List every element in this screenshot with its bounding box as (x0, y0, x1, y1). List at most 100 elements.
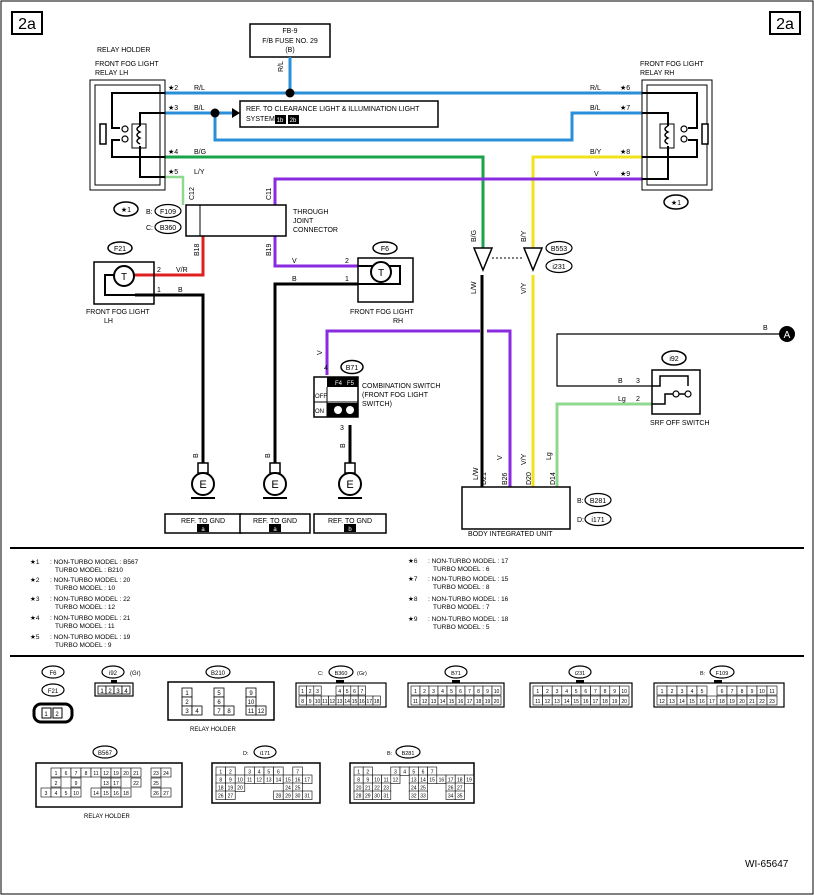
svg-text:RELAY LH: RELAY LH (95, 70, 128, 77)
svg-text:7: 7 (217, 709, 221, 715)
wire-black (135, 275, 484, 487)
svg-text:1: 1 (44, 712, 48, 718)
svg-text:2a: 2a (18, 16, 36, 33)
svg-text:F/B FUSE NO. 29: F/B FUSE NO. 29 (262, 38, 318, 45)
connector-pin-number: 6 (422, 770, 425, 776)
connector-pin (160, 767, 172, 778)
svg-text:TURBO MODEL : 7: TURBO MODEL : 7 (433, 604, 490, 611)
connector-pin-number: 1 (357, 770, 360, 776)
connector-pin-number: 11 (322, 699, 327, 705)
connector-pin-number: 18 (374, 699, 380, 705)
svg-text:V: V (497, 455, 504, 460)
svg-text:D21: D21 (481, 472, 488, 485)
svg-text:3: 3 (185, 709, 189, 715)
svg-text:: NON-TURBO MODEL : 19: : NON-TURBO MODEL : 19 (50, 634, 131, 641)
svg-text:3: 3 (340, 425, 344, 432)
connector-pin-number: 6 (353, 689, 356, 695)
connector-pin-number: 7 (468, 689, 471, 695)
wire-label: R/L (278, 61, 285, 72)
svg-text:FRONT FOG LIGHT: FRONT FOG LIGHT (86, 309, 150, 316)
connector-pin-number: 14 (344, 699, 350, 705)
svg-text:F21: F21 (48, 689, 59, 695)
ground-2: B E REF. TO GND a (239, 453, 311, 534)
fog-light-rh: F6 T 2 1 V B FRONT FOG LIGHT RH (292, 241, 414, 325)
connector-pin-number: 19 (729, 699, 735, 705)
svg-text:D:: D: (243, 751, 249, 757)
connector-pin-number: 25 (295, 786, 301, 792)
svg-text:TURBO MODEL : 12: TURBO MODEL : 12 (55, 604, 115, 611)
svg-text:B:: B: (146, 209, 153, 216)
connector-pin-number: 29 (285, 794, 291, 800)
svg-text:B/L: B/L (590, 105, 601, 112)
wire-v-biu (325, 329, 512, 487)
connector-pin-number: 9 (486, 689, 489, 695)
connector-pin-number: 16 (359, 699, 365, 705)
connector-pin-number: 29 (365, 794, 371, 800)
svg-text:F6: F6 (49, 671, 57, 677)
svg-text:3: 3 (636, 378, 640, 385)
connector-pin-number: 15 (285, 778, 291, 784)
connector-pin-number: 15 (573, 699, 579, 705)
connector-pin-number: 6 (584, 689, 587, 695)
svg-text:RH: RH (393, 318, 403, 325)
connector-pin-number: 9 (75, 781, 78, 787)
svg-text:: NON-TURBO MODEL : 21: : NON-TURBO MODEL : 21 (50, 615, 131, 622)
ground-1: B E REF. TO GND a (164, 453, 242, 534)
svg-text:2: 2 (345, 258, 349, 265)
connector-pin-number: 11 (384, 778, 389, 784)
connector-pin-number: 17 (709, 699, 715, 705)
connector-pin (302, 774, 313, 784)
svg-text:2: 2 (55, 712, 59, 718)
connector-pin-number: 6 (459, 689, 462, 695)
connector-pin-number: 34 (448, 794, 454, 800)
connector-pin-number: 7 (594, 689, 597, 695)
connector-pin-number: 21 (749, 699, 755, 705)
connector-pin-number: 3 (394, 770, 397, 776)
connector-pin-number: 4 (55, 791, 58, 797)
connector-pin-number: 10 (374, 778, 380, 784)
connector-pin-number: 1 (414, 689, 417, 695)
svg-text:(B): (B) (285, 47, 294, 54)
svg-text:D:: D: (577, 517, 584, 524)
svg-text:B: B (340, 443, 347, 448)
connector-pin (619, 695, 630, 706)
svg-text:B/G: B/G (471, 230, 478, 242)
connector-pin-number: 15 (352, 699, 358, 705)
connector-pin-number: 2 (229, 770, 232, 776)
svg-text:★2: ★2 (30, 576, 40, 584)
connector-pin-number: 22 (759, 699, 765, 705)
svg-text:i171: i171 (591, 517, 604, 524)
connector-pin-number: 27 (457, 786, 463, 792)
fuse-box: FB-9 F/B FUSE NO. 29 (B) (249, 23, 331, 58)
svg-text:F5: F5 (347, 381, 355, 387)
connector-pin (464, 774, 474, 784)
svg-text:L/Y: L/Y (194, 169, 205, 176)
connector-pin-number: 18 (218, 786, 224, 792)
connector-pin-number: 18 (123, 791, 129, 797)
svg-text:: NON-TURBO MODEL : 18: : NON-TURBO MODEL : 18 (428, 616, 509, 623)
relay-lh: RELAY HOLDER FRONT FOG LIGHT RELAY LH (89, 47, 166, 191)
connector-pin-number: 1 (301, 689, 304, 695)
svg-text:1b: 1b (277, 118, 284, 124)
connector-pin-number: 10 (237, 778, 243, 784)
svg-text:12: 12 (258, 709, 265, 715)
connector-pin-number: 12 (659, 699, 665, 705)
connector-pin-number: 15 (103, 791, 109, 797)
connector-pin (313, 685, 322, 696)
wire-v-top (273, 177, 642, 268)
svg-text:★9: ★9 (408, 615, 418, 623)
connector-pin-number: 10 (621, 689, 627, 695)
connector-pin-number: 9 (309, 699, 312, 705)
svg-text:2: 2 (185, 700, 189, 706)
connector-pin-number: 18 (602, 699, 608, 705)
svg-text:B281: B281 (402, 751, 415, 757)
connector-b210: B210 1 2 3 4 5 6 7 8 9 10 11 12 RELAY HO… (167, 665, 275, 733)
svg-text:1: 1 (345, 276, 349, 283)
connector-pin (70, 777, 82, 788)
svg-text:★1: ★1 (121, 206, 131, 214)
